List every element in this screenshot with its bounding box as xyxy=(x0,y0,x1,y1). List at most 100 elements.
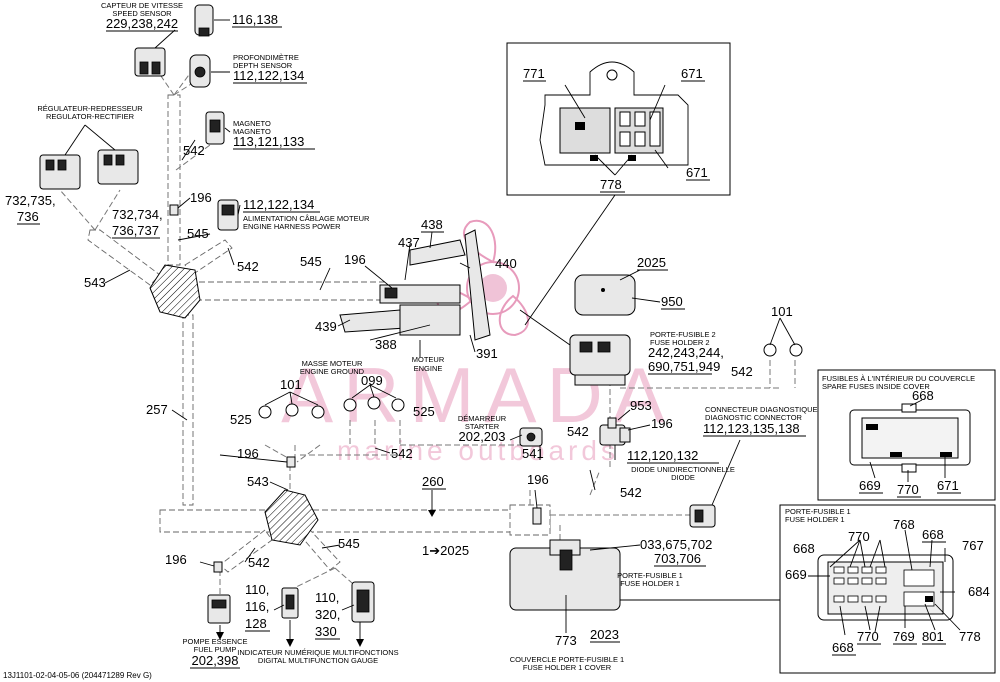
harness-trunks xyxy=(59,59,796,600)
label-668-d: 668 xyxy=(832,640,854,655)
label-fh1-num-b: 703,706 xyxy=(654,551,701,566)
regulator-connector-right xyxy=(97,149,139,185)
label-543-a: 543 xyxy=(84,275,106,290)
label-770-a: 770 xyxy=(897,482,919,497)
label-257: 257 xyxy=(146,402,168,417)
label-196-f: 196 xyxy=(651,416,673,431)
label-196-b: 196 xyxy=(344,252,366,267)
label-2025: 2025 xyxy=(637,255,666,270)
label-pump-num-b: 116, xyxy=(245,599,269,614)
upper-junction-hub xyxy=(149,264,201,319)
label-671-c: 671 xyxy=(937,478,959,493)
label-gauge-en: DIGITAL MULTIFUNCTION GAUGE xyxy=(258,656,378,665)
label-438: 438 xyxy=(421,217,443,232)
label-437: 437 xyxy=(398,235,420,250)
label-545-c: 545 xyxy=(338,536,360,551)
label-541: 541 xyxy=(522,446,544,461)
label-pump-num-a: 110, xyxy=(245,582,269,597)
label-regulator-en: REGULATOR-RECTIFIER xyxy=(46,112,135,121)
label-magneto-num: 113,121,133 xyxy=(233,134,304,149)
label-668-c: 668 xyxy=(922,527,944,542)
connector-110-116-128 xyxy=(281,587,299,619)
clip-196-lower xyxy=(286,456,296,468)
label-cover-fr: COUVERCLE PORTE-FUSIBLE 1 xyxy=(510,655,624,664)
label-speed-sensor-en: SPEED SENSOR xyxy=(112,9,172,18)
label-391: 391 xyxy=(476,346,498,361)
label-101-a: 101 xyxy=(280,377,302,392)
label-545-b: 545 xyxy=(300,254,322,269)
magneto-connector xyxy=(205,111,225,145)
label-fh1-num-a: 033,675,702 xyxy=(640,537,712,552)
fuse-holder-2 xyxy=(569,334,631,386)
label-950: 950 xyxy=(661,294,683,309)
label-fh2-en: FUSE HOLDER 2 xyxy=(650,338,710,347)
label-778-b: 778 xyxy=(959,629,981,644)
label-pump-num: 202,398 xyxy=(192,653,239,668)
label-260: 260 xyxy=(422,474,444,489)
starter-connector xyxy=(519,427,543,447)
label-767: 767 xyxy=(962,538,984,553)
label-diag-num: 112,123,135,138 xyxy=(703,421,800,436)
label-fh1-fr: PORTE-FUSIBLE 1 xyxy=(617,571,683,580)
label-fh2-num-a: 242,243,244, xyxy=(648,345,724,360)
label-pump-fr: POMPE ESSENCE xyxy=(182,637,247,646)
label-542-d: 542 xyxy=(567,424,589,439)
label-773: 773 xyxy=(555,633,577,648)
label-magneto-en: MAGNETO xyxy=(233,127,271,136)
label-769: 769 xyxy=(893,629,915,644)
label-116-138: 116,138 xyxy=(232,12,278,27)
label-diode-en: DIODE xyxy=(671,473,695,482)
clip-196-main xyxy=(532,507,542,525)
label-spare-fr: FUSIBLES À L'INTÉRIEUR DU COUVERCLE xyxy=(822,374,975,383)
inset-fuse-holder-1-detail xyxy=(779,504,996,674)
label-speed-sensor-fr: CAPTEUR DE VITESSE xyxy=(101,1,183,10)
label-starter-num: 202,203 xyxy=(459,429,506,444)
label-fh1-en: FUSE HOLDER 1 xyxy=(620,579,680,588)
fuse-holder-2-cover xyxy=(574,274,636,316)
watermark: ARMADA marine outboards xyxy=(281,219,665,466)
label-motor-en: ENGINE xyxy=(414,364,443,373)
label-668-a: 668 xyxy=(912,388,934,403)
label-fh2-num-b: 690,751,949 xyxy=(648,359,720,374)
label-gauge-num-c: 330 xyxy=(315,624,337,639)
label-545-a: 545 xyxy=(187,226,209,241)
lower-junction-hub xyxy=(264,489,319,546)
label-543-b: 543 xyxy=(247,474,269,489)
labels: CAPTEUR DE VITESSE SPEED SENSOR 229,238,… xyxy=(3,1,990,680)
label-depth-num: 112,122,134 xyxy=(233,68,304,83)
label-gauge-num-b: 320, xyxy=(315,607,340,622)
label-fh2-fr: PORTE-FUSIBLE 2 xyxy=(650,330,716,339)
label-671-b: 671 xyxy=(686,165,708,180)
multifunction-gauge-connector xyxy=(351,581,375,623)
label-684: 684 xyxy=(968,584,990,599)
label-2023: 2023 xyxy=(590,627,619,642)
clip-196-pump xyxy=(213,561,223,573)
label-099: 099 xyxy=(361,373,383,388)
label-388: 388 xyxy=(375,337,397,352)
label-pump-en: FUEL PUMP xyxy=(194,645,237,654)
label-ground-fr: MASSE MOTEUR xyxy=(302,359,363,368)
regulator-connector-left xyxy=(39,154,81,190)
label-668-b: 668 xyxy=(793,541,815,556)
fuse-holder-1 xyxy=(509,539,621,611)
label-diag-fr: CONNECTEUR DIAGNOSTIQUE xyxy=(705,405,818,414)
arrow-heads xyxy=(216,510,436,647)
label-harness-num: 112,122,134 xyxy=(243,197,314,212)
label-525-a: 525 xyxy=(230,412,252,427)
label-542-h: 542 xyxy=(620,485,642,500)
clip-196-right xyxy=(607,417,617,429)
label-spare-en: SPARE FUSES INSIDE COVER xyxy=(822,382,930,391)
label-fh1box-en: FUSE HOLDER 1 xyxy=(785,515,845,524)
speed-sensor-connector xyxy=(134,47,166,77)
label-speed-sensor-num: 229,238,242 xyxy=(106,16,178,31)
label-801: 801 xyxy=(922,629,944,644)
leader-lines xyxy=(64,19,961,645)
label-gauge-fr: INDICATEUR NUMÉRIQUE MULTIFONCTIONS xyxy=(237,648,398,657)
connector-196-clip xyxy=(169,204,179,216)
label-harness-fr: ALIMENTATION CÂBLAGE MOTEUR xyxy=(243,214,370,223)
label-depth-en: DEPTH SENSOR xyxy=(233,61,293,70)
label-harness-en: ENGINE HARNESS POWER xyxy=(243,222,341,231)
label-732-b: 732,734, xyxy=(112,207,163,222)
inset-spare-fuses xyxy=(817,369,996,501)
